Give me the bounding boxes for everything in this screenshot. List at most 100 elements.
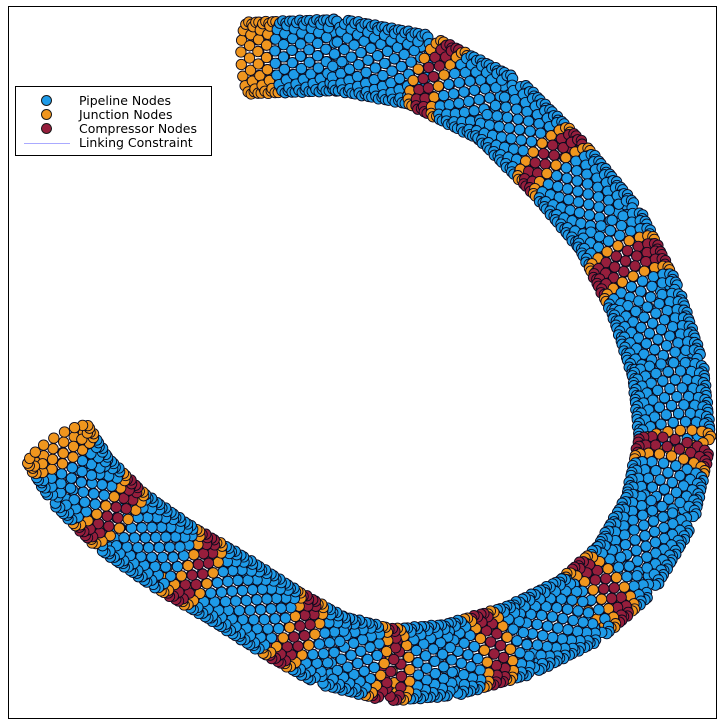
- pipeline-node: [228, 566, 238, 576]
- legend-item-linking: Linking Constraint: [16, 136, 211, 150]
- junction-node: [542, 168, 552, 178]
- junction-node: [114, 523, 124, 533]
- compressor-node: [662, 441, 672, 451]
- junction-node: [613, 241, 623, 251]
- pipeline-node: [172, 561, 182, 571]
- legend-label: Linking Constraint: [79, 136, 193, 150]
- compressor-node: [548, 140, 558, 150]
- pipeline-node: [231, 596, 241, 606]
- compressor-node: [289, 632, 299, 642]
- pipeline-node: [147, 552, 157, 562]
- pipeline-node: [588, 619, 598, 629]
- pipeline-node: [499, 92, 509, 102]
- pipeline-node: [553, 623, 563, 633]
- pipeline-node: [670, 347, 680, 357]
- pipeline-node: [227, 586, 237, 596]
- junction-node: [611, 572, 621, 582]
- pipeline-node: [266, 604, 276, 614]
- pipeline-node: [469, 106, 479, 116]
- pipeline-node: [659, 523, 669, 533]
- pipeline-node: [513, 114, 523, 124]
- pipeline-node: [77, 456, 87, 466]
- junction-node: [551, 160, 561, 170]
- legend-item-junction: Junction Nodes: [16, 108, 211, 122]
- pipeline-node: [77, 466, 87, 476]
- pipeline-node: [80, 497, 90, 507]
- junction-node: [278, 633, 288, 643]
- junction-node: [183, 560, 193, 570]
- legend-label: Junction Nodes: [79, 108, 172, 122]
- pipeline-node: [220, 596, 230, 606]
- pipeline-node: [584, 199, 594, 209]
- junction-node: [624, 236, 634, 246]
- junction-node: [47, 454, 57, 464]
- pipeline-node: [624, 561, 634, 571]
- pipeline-node: [320, 628, 330, 638]
- pipeline-node: [444, 100, 454, 110]
- pipeline-node: [615, 230, 625, 240]
- pipeline-node: [659, 315, 669, 325]
- pipeline-node: [572, 166, 582, 176]
- pipeline-node: [629, 525, 639, 535]
- pipeline-node: [649, 526, 659, 536]
- compressor-node: [641, 256, 651, 266]
- pipeline-node: [647, 506, 657, 516]
- pipeline-node: [454, 77, 464, 87]
- pipeline-node: [573, 186, 583, 196]
- junction-node: [619, 582, 629, 592]
- pipeline-node: [78, 487, 88, 497]
- junction-node: [59, 427, 69, 437]
- junction-node-marker-icon: [41, 109, 52, 120]
- compressor-node: [540, 159, 550, 169]
- pipeline-node: [638, 510, 648, 520]
- pipeline-node: [618, 211, 628, 221]
- compressor-node: [414, 84, 424, 94]
- pipeline-node: [256, 605, 266, 615]
- pipeline-node: [67, 463, 77, 473]
- junction-node: [57, 459, 67, 469]
- pipeline-node: [526, 136, 536, 146]
- compressor-node: [530, 158, 540, 168]
- pipeline-node: [66, 473, 76, 483]
- compressor-node: [187, 570, 197, 580]
- pipeline-node: [572, 626, 582, 636]
- junction-node: [101, 501, 111, 511]
- pipeline-node: [504, 123, 514, 133]
- compressor-node: [191, 579, 201, 589]
- junction-node: [58, 448, 68, 458]
- pipeline-node: [262, 594, 272, 604]
- pipeline-node: [464, 96, 474, 106]
- compressor-node: [590, 575, 600, 585]
- junction-node: [505, 644, 515, 654]
- junction-node: [639, 266, 649, 276]
- pipeline-node: [538, 630, 548, 640]
- compressor-node: [633, 241, 643, 251]
- junction-node: [433, 81, 443, 91]
- pipeline-node: [603, 236, 613, 246]
- pipeline-node: [223, 576, 233, 586]
- junction-node: [603, 564, 613, 574]
- junction-node: [69, 422, 79, 432]
- compressor-node: [198, 549, 208, 559]
- pipeline-node: [667, 508, 677, 518]
- pipeline-node: [553, 181, 563, 191]
- pipeline-node: [56, 469, 66, 479]
- pipeline-node: [626, 226, 636, 236]
- pipeline-node: [147, 522, 157, 532]
- compressor-node: [611, 251, 621, 261]
- pipeline-node: [318, 648, 328, 658]
- compressor-node: [428, 72, 438, 82]
- pipeline-node: [130, 533, 140, 543]
- junction-node: [48, 444, 58, 454]
- junction-node: [561, 153, 571, 163]
- junction-node: [59, 437, 69, 447]
- pipeline-node: [274, 623, 284, 633]
- compressor-node: [121, 504, 131, 514]
- pipeline-node: [562, 173, 572, 183]
- pipeline-node: [628, 515, 638, 525]
- pipeline-node: [594, 605, 604, 615]
- pipeline-node: [325, 638, 335, 648]
- pipeline-node: [372, 650, 382, 660]
- junction-node: [628, 271, 638, 281]
- junction-node: [588, 585, 598, 595]
